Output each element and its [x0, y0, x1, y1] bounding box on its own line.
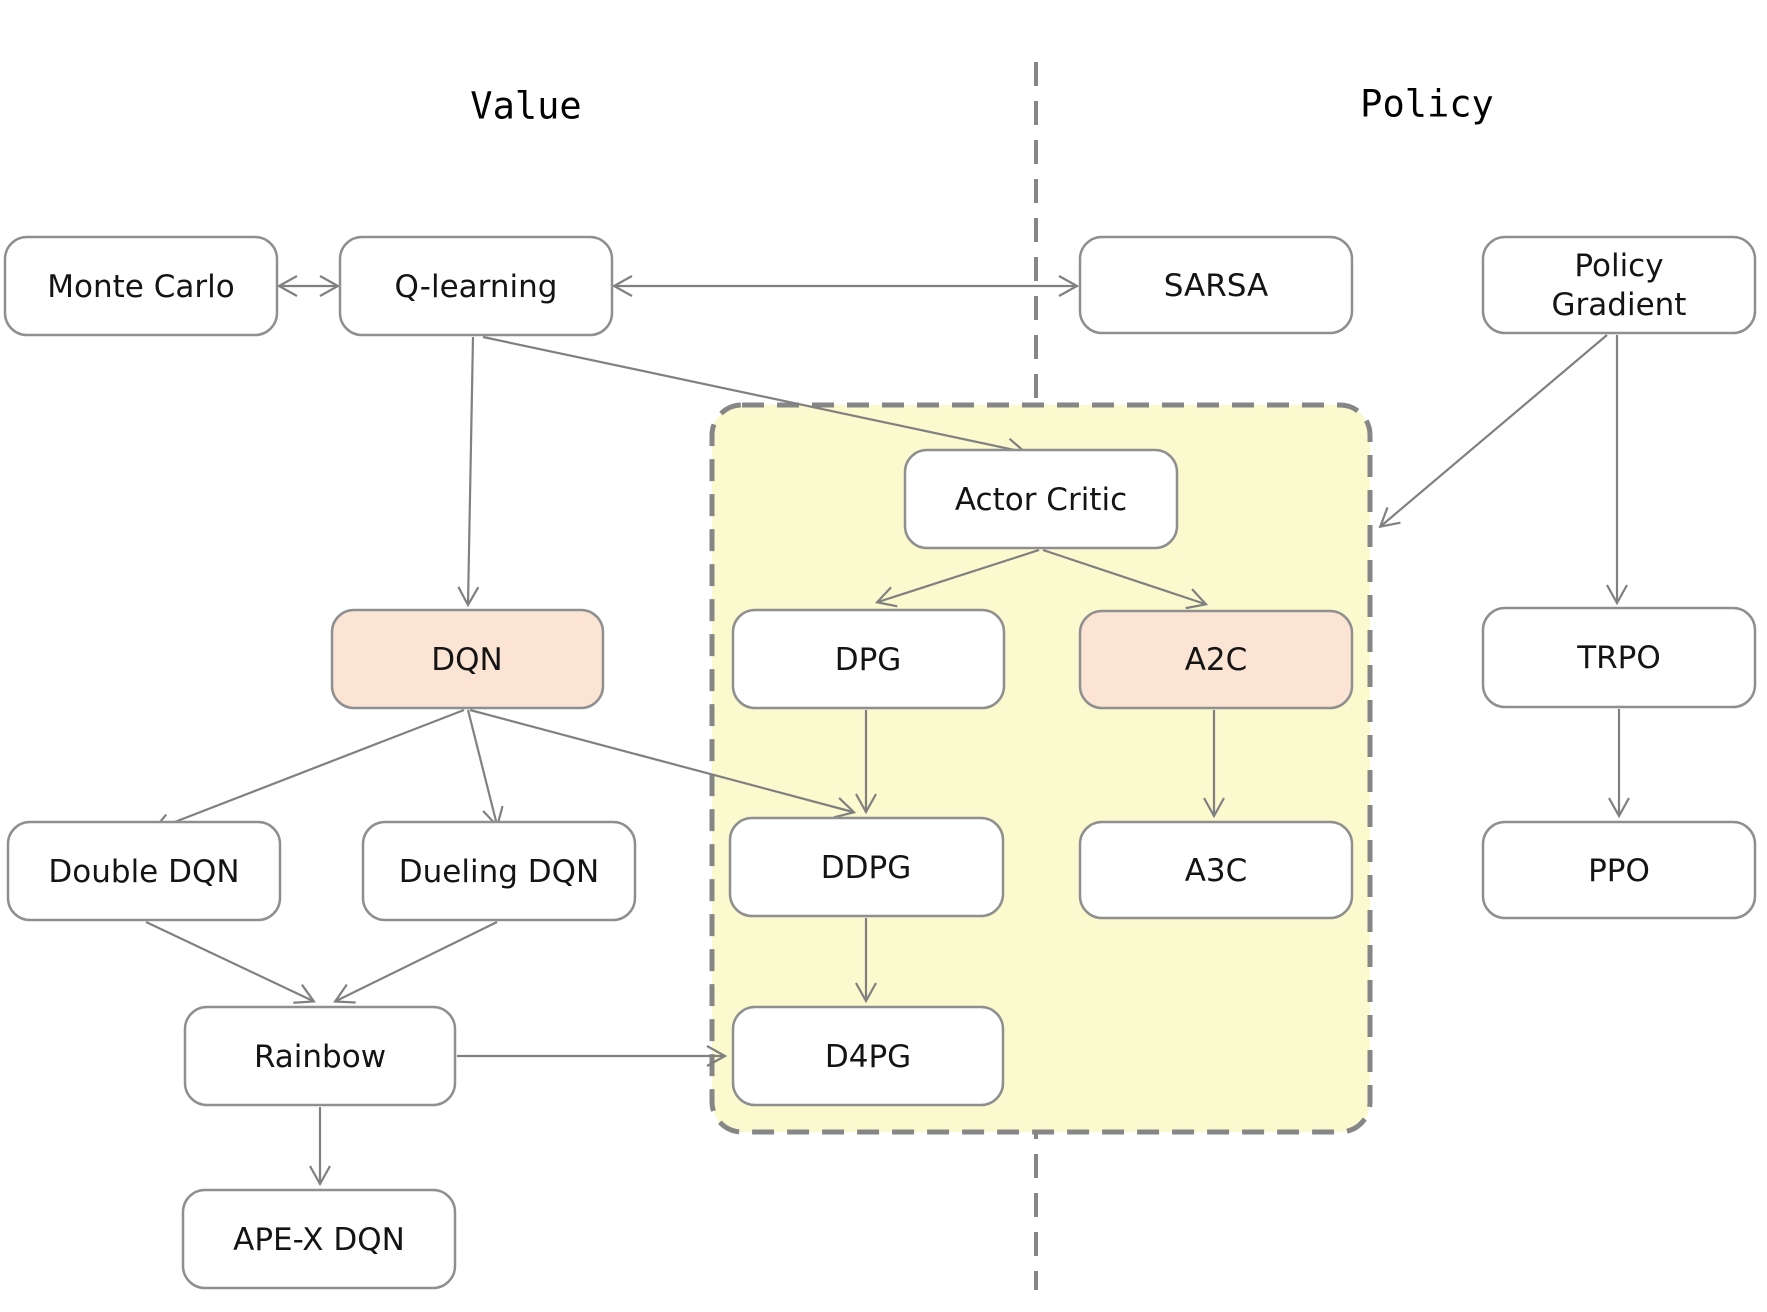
apex-dqn-box [181, 1188, 457, 1290]
sarsa-label: SARSA [1164, 268, 1268, 304]
a2c-box [1078, 609, 1354, 710]
node-policy-gradient: Policy Gradient [1481, 235, 1757, 335]
node-dpg: DPG [731, 608, 1006, 710]
node-ddpg: DDPG [728, 816, 1005, 918]
node-rainbow: Rainbow [183, 1005, 457, 1107]
node-dqn: DQN [330, 608, 605, 710]
ppo-label: PPO [1588, 853, 1650, 889]
edge-actor-critic-a2c [1042, 548, 1209, 610]
node-sarsa: SARSA [1078, 235, 1354, 335]
d4pg-box [731, 1005, 1005, 1107]
edge-q-learning-actor-critic [482, 335, 1028, 460]
node-apex-dqn: APE-X DQN [181, 1188, 457, 1290]
node-trpo: TRPO [1481, 606, 1757, 709]
node-q-learning: Q-learning [338, 235, 614, 337]
node-actor-critic: Actor Critic [903, 448, 1179, 550]
trpo-label: TRPO [1576, 640, 1661, 676]
ddpg-box [728, 816, 1005, 918]
dqn-label: DQN [431, 642, 502, 678]
rainbow-box [183, 1005, 457, 1107]
double-dqn-box [6, 820, 282, 922]
a3c-label: A3C [1185, 853, 1248, 889]
policy-gradient-label-line2: Gradient [1552, 287, 1687, 323]
actor-critic-label: Actor Critic [955, 482, 1127, 518]
monte-carlo-box [3, 235, 279, 337]
ppo-box [1481, 820, 1757, 920]
edge-actor-critic-dpg [874, 548, 1040, 608]
title-policy: Policy [1360, 83, 1494, 126]
trpo-box [1481, 606, 1757, 709]
edge-q-learning-dqn [457, 336, 480, 608]
edge-dqn-dueling-dqn [466, 709, 504, 829]
apex-dqn-label: APE-X DQN [233, 1222, 405, 1258]
double-dqn-label: Double DQN [48, 854, 239, 890]
edge-dueling-dqn-rainbow [333, 921, 498, 1004]
dpg-label: DPG [835, 642, 902, 678]
policy-gradient-label-line1: Policy [1574, 248, 1663, 284]
d4pg-label: D4PG [825, 1039, 911, 1075]
title-value: Value [470, 85, 581, 128]
policy-gradient-box [1481, 235, 1757, 335]
node-a3c: A3C [1078, 820, 1354, 920]
rainbow-label: Rainbow [254, 1039, 386, 1075]
actor-critic-box [903, 448, 1179, 550]
a2c-label: A2C [1185, 642, 1248, 678]
edge-dqn-double-dqn [150, 708, 465, 835]
edge-policy-gradient-region [1378, 334, 1608, 529]
sarsa-box [1078, 235, 1354, 335]
node-a2c: A2C [1078, 609, 1354, 710]
edge-dqn-ddpg [469, 708, 857, 819]
ddpg-label: DDPG [821, 850, 911, 886]
node-d4pg: D4PG [731, 1005, 1005, 1107]
q-learning-box [338, 235, 614, 337]
a3c-box [1078, 820, 1354, 920]
edge-double-dqn-rainbow [145, 921, 316, 1004]
dueling-dqn-label: Dueling DQN [399, 854, 599, 890]
node-ppo: PPO [1481, 820, 1757, 920]
node-monte-carlo: Monte Carlo [3, 235, 279, 337]
edges [145, 275, 1630, 1187]
dpg-box [731, 608, 1006, 710]
dueling-dqn-box [361, 820, 637, 922]
node-double-dqn: Double DQN [6, 820, 282, 922]
dqn-box [330, 608, 605, 710]
node-dueling-dqn: Dueling DQN [361, 820, 637, 922]
monte-carlo-label: Monte Carlo [47, 269, 234, 305]
q-learning-label: Q-learning [395, 269, 558, 305]
